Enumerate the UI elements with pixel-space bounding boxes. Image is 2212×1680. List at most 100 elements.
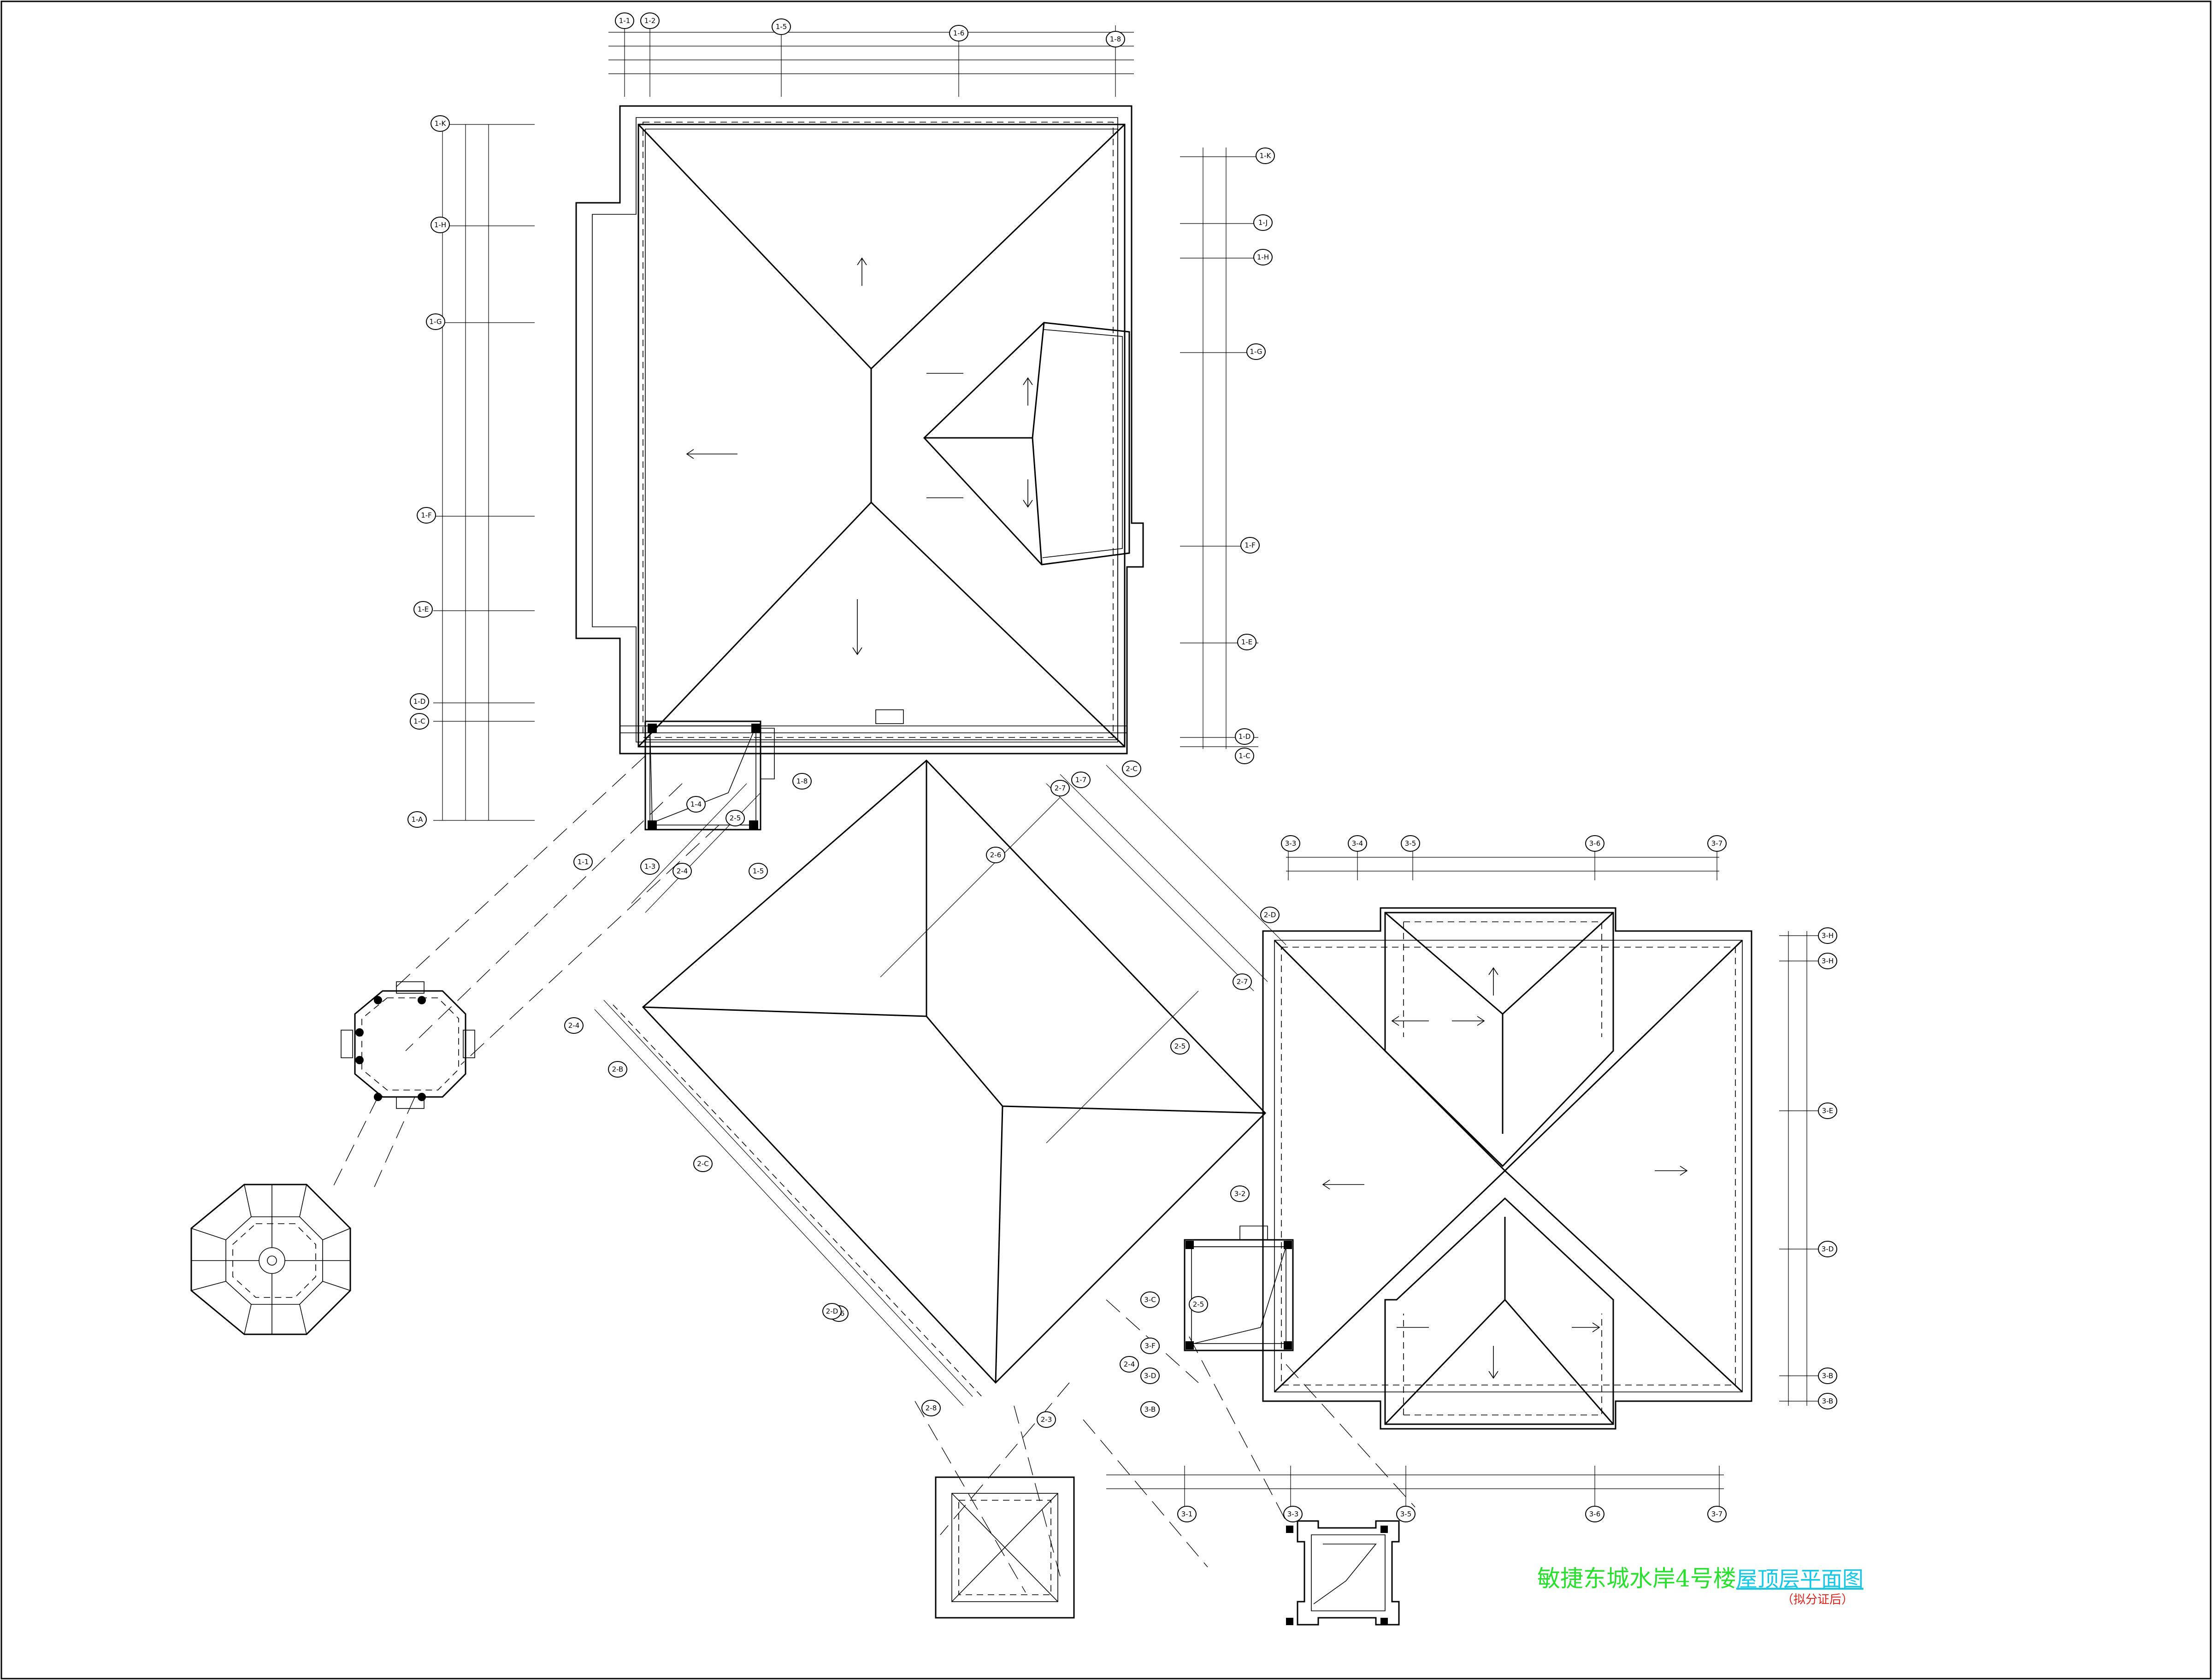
axis-bubble: 1-K [431,115,450,132]
axis-label: 2-6 [990,851,1002,859]
part1-left-dimensions [433,124,535,821]
axis-bubble: 1-G [426,313,445,330]
part3-top-dimensions [1286,848,1719,880]
axis-bubble: 3-C [1140,1291,1160,1308]
axis-label: 1-5 [753,867,764,875]
axis-bubble: 3-7 [1707,1506,1727,1522]
slope-arrow [686,449,737,459]
axis-label: 2-D [826,1307,838,1315]
roof-1-main-hip [637,124,1126,748]
axis-bubble: 1-E [1237,634,1256,650]
axis-bubble: 1-5 [772,18,791,35]
axis-label: 3-C [1144,1296,1156,1304]
axis-label: 2-5 [1174,1042,1186,1050]
axis-label: 2-8 [926,1404,937,1412]
slope-arrow [926,373,963,498]
title-main: 敏捷东城水岸4号楼 [1537,1565,1736,1592]
axis-bubble: 1-F [1240,537,1260,554]
axis-label: 3-B [1822,1397,1834,1405]
roof-3-ridges [1274,939,1743,1393]
axis-label: 1-4 [690,800,702,808]
axis-label: 1-3 [644,862,656,871]
part3-right-dimensions [1779,931,1825,1406]
pavilion-roof-outline [190,1184,351,1335]
slope-arrow [857,257,867,286]
axis-bubble: 1-H [431,217,450,233]
roof-2-ridges [643,760,1266,1383]
part1-right-dimensions [1180,147,1258,749]
axis-bubble: 2-D [1260,907,1280,923]
axis-label: 2-4 [677,867,688,875]
axis-bubble: 1-C [410,713,429,730]
axis-label: 2-5 [730,814,741,822]
axis-label: 1-1 [578,858,589,866]
axis-bubble: 1-1 [615,12,634,29]
roof-part-1 [575,105,1144,831]
axis-label: 2-B [612,1065,624,1073]
link-lines [331,755,1416,1593]
axis-bubble: 3-B [1818,1393,1837,1409]
axis-bubble: 3-6 [1585,1506,1604,1522]
axis-bubble: 3-7 [1707,835,1727,852]
axis-label: 1-G [1250,348,1262,356]
axis-bubble: 2-8 [921,1400,941,1416]
axis-label: 3-6 [1589,1510,1601,1518]
axis-bubble: 3-E [1818,1102,1837,1119]
axis-label: 1-C [413,717,425,725]
axis-label: 3-5 [1400,1510,1412,1518]
axis-label: 1-D [413,697,426,706]
roof-1-hatch [875,709,904,724]
axis-label: 1-H [434,221,446,229]
axis-label: 1-2 [644,17,656,25]
axis-bubble: 2-C [1122,760,1141,777]
axis-label: 3-6 [1589,839,1601,848]
axis-label: 3-B [1144,1405,1156,1414]
small-square-roof [935,1476,1075,1619]
axis-label: 2-4 [1124,1360,1135,1368]
axis-bubble: 3-5 [1401,835,1420,852]
axis-label: 1-F [421,511,432,519]
slope-arrow [852,599,862,655]
axis-label: 1-1 [619,17,631,25]
axis-label: 2-7 [1055,784,1066,792]
axis-bubble: 1-E [413,601,433,618]
axis-bubble: 1-5 [749,863,768,879]
axis-label: 3-F [1144,1342,1156,1350]
title-sub: 屋顶层平面图 [1736,1567,1864,1592]
axis-bubble: 1-A [407,811,427,828]
axis-label: 1-6 [953,29,965,37]
axis-bubble: 1-C [1235,748,1254,764]
roof-1-parapet [620,725,1127,733]
small-stair-plan [1286,1520,1400,1626]
stair-tower-1 [644,720,761,831]
roof-part-2 [594,759,1286,1406]
axis-bubble: 2-4 [564,1017,584,1034]
axis-label: 1-A [412,815,424,824]
axis-bubble: 3-F [1140,1338,1160,1354]
stair-tower-1-ledge [761,728,775,779]
axis-label: 3-2 [1234,1190,1246,1198]
axis-label: 3-7 [1711,839,1723,848]
part1-top-dimensions [608,25,1134,97]
axis-bubble: 3-2 [1230,1185,1250,1202]
axis-bubble: 2-7 [1050,780,1070,796]
stair-tower-1-inner [649,725,756,825]
axis-bubble: 1-F [417,507,436,524]
axis-bubble: 1-8 [1106,31,1125,47]
axis-label: 2-D [1264,911,1276,919]
roof-2-dim-ne2 [1106,765,1286,945]
axis-bubbles: 1-1 1-2 1-5 1-6 1-8 1-K 1-H 1-G 1-F 1-E 1-D 1-C 1-A 1… [407,12,1837,1522]
axis-bubble: 1-D [1235,728,1254,745]
roof-2-outline [642,759,1267,1384]
stair-tower-1-roof [649,725,757,824]
axis-bubble: 1-3 [640,858,660,875]
axis-label: 3-4 [1352,839,1363,848]
axis-bubble: 2-C [693,1155,713,1172]
axis-bubble: 3-4 [1348,835,1367,852]
axis-label: 2-C [1126,765,1137,773]
roof-1-dormer [923,322,1130,566]
drawing-title: 敏捷东城水岸4号楼屋顶层平面图 [1537,1560,1864,1593]
roof-1-dormer-inner [1042,329,1123,558]
